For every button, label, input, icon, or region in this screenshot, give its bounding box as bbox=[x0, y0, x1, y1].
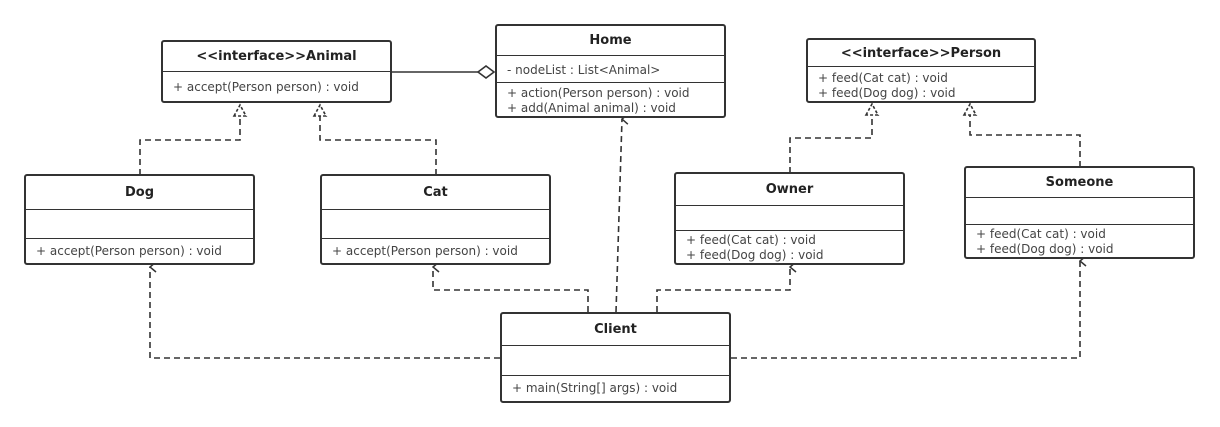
methods-section: + feed(Cat cat) : void + feed(Dog dog) :… bbox=[966, 225, 1193, 257]
client-depends-on-home bbox=[615, 119, 622, 313]
class-title: Someone bbox=[966, 168, 1193, 198]
class-title: Owner bbox=[676, 174, 903, 206]
class-title: Cat bbox=[322, 176, 549, 210]
method: + accept(Person person) : void bbox=[173, 80, 359, 94]
dog-realizes-animal-head bbox=[232, 103, 248, 117]
method: + feed(Cat cat) : void bbox=[976, 227, 1106, 241]
method: + accept(Person person) : void bbox=[36, 244, 222, 258]
attribute: - nodeList : List<Animal> bbox=[507, 62, 661, 77]
someone-realizes-person bbox=[969, 105, 1081, 167]
class-someone[interactable]: Someone + feed(Cat cat) : void + feed(Do… bbox=[964, 166, 1195, 259]
owner-realizes-person-head bbox=[864, 102, 880, 116]
methods-section: + accept(Person person) : void bbox=[26, 239, 253, 259]
attributes-section: - nodeList : List<Animal> bbox=[497, 56, 724, 83]
client-depends-on-someone bbox=[731, 261, 1080, 359]
client-depends-on-owner bbox=[656, 267, 790, 312]
class-client[interactable]: Client + main(String[] args) : void bbox=[500, 312, 731, 403]
dog-realizes-animal bbox=[139, 106, 241, 175]
attributes-section bbox=[676, 206, 903, 231]
class-title: <<interface>>Person bbox=[808, 40, 1034, 67]
client-depends-on-dog bbox=[150, 267, 500, 359]
client-depends-on-cat bbox=[433, 267, 589, 312]
method: + feed(Dog dog) : void bbox=[818, 86, 956, 100]
attributes-section bbox=[966, 198, 1193, 225]
methods-section: + feed(Cat cat) : void + feed(Dog dog) :… bbox=[808, 67, 1034, 101]
cat-realizes-animal bbox=[319, 106, 437, 175]
method: + feed(Cat cat) : void bbox=[686, 233, 816, 247]
class-person-interface[interactable]: <<interface>>Person + feed(Cat cat) : vo… bbox=[806, 38, 1036, 103]
methods-section: + action(Person person) : void + add(Ani… bbox=[497, 83, 724, 116]
attributes-section bbox=[322, 210, 549, 239]
class-title: Dog bbox=[26, 176, 253, 210]
method: + accept(Person person) : void bbox=[332, 244, 518, 258]
methods-section: + main(String[] args) : void bbox=[502, 376, 729, 396]
method: + feed(Dog dog) : void bbox=[686, 248, 824, 262]
method: + feed(Cat cat) : void bbox=[818, 71, 948, 85]
method: + add(Animal animal) : void bbox=[507, 101, 676, 115]
attributes-section bbox=[26, 210, 253, 239]
someone-realizes-person-head bbox=[962, 102, 978, 116]
owner-realizes-person bbox=[789, 105, 873, 173]
method: + feed(Dog dog) : void bbox=[976, 242, 1114, 256]
aggregation-diamond bbox=[476, 65, 496, 79]
class-home[interactable]: Home - nodeList : List<Animal> + action(… bbox=[495, 24, 726, 118]
class-owner[interactable]: Owner + feed(Cat cat) : void + feed(Dog … bbox=[674, 172, 905, 265]
attributes-section bbox=[502, 346, 729, 376]
methods-section: + accept(Person person) : void bbox=[163, 72, 390, 95]
methods-section: + feed(Cat cat) : void + feed(Dog dog) :… bbox=[676, 231, 903, 263]
methods-section: + accept(Person person) : void bbox=[322, 239, 549, 259]
class-animal-interface[interactable]: <<interface>>Animal + accept(Person pers… bbox=[161, 40, 392, 103]
cat-realizes-animal-head bbox=[312, 103, 328, 117]
class-cat[interactable]: Cat + accept(Person person) : void bbox=[320, 174, 551, 265]
class-title: Home bbox=[497, 26, 724, 56]
method: + main(String[] args) : void bbox=[512, 381, 678, 395]
class-title: Client bbox=[502, 314, 729, 346]
class-title: <<interface>>Animal bbox=[163, 42, 390, 72]
method: + action(Person person) : void bbox=[507, 86, 690, 100]
class-dog[interactable]: Dog + accept(Person person) : void bbox=[24, 174, 255, 265]
